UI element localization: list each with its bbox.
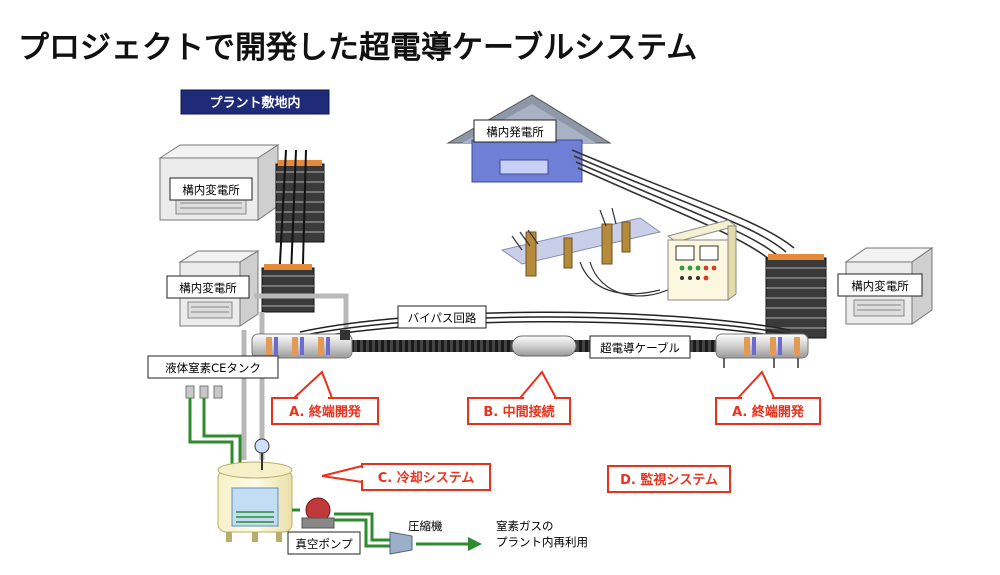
callout-monitoring: D. 監視システム — [607, 465, 731, 493]
nitrogen-reuse-text: 窒素ガスの プラント内再利用 — [496, 519, 588, 549]
svg-text:A. 終端開発: A. 終端開発 — [732, 404, 805, 420]
site-label: プラント敷地内 — [180, 89, 330, 115]
svg-text:超電導ケーブル: 超電導ケーブル — [600, 341, 680, 355]
substation-left-bottom: 構内変電所 — [166, 250, 260, 327]
intermediate-joint — [511, 335, 577, 357]
sc-cable-label: 超電導ケーブル — [589, 335, 691, 359]
svg-text:圧縮機: 圧縮機 — [408, 519, 443, 533]
left-cable-coil-bottom — [261, 264, 315, 313]
svg-text:A. 終端開発: A. 終端開発 — [289, 404, 362, 420]
svg-text:液体窒素CEタンク: 液体窒素CEタンク — [165, 361, 261, 375]
svg-text:B. 中間接続: B. 中間接続 — [483, 404, 554, 420]
svg-text:プラント敷地内: プラント敷地内 — [209, 95, 300, 111]
bypass-line — [299, 311, 791, 341]
gas-pipes — [292, 508, 392, 548]
cooling-unit — [217, 438, 293, 542]
svg-text:窒素ガスの: 窒素ガスの — [496, 519, 554, 533]
substation-left-top: 構内変電所 — [158, 144, 280, 221]
vacuum-pump: 真空ポンプ — [287, 497, 361, 555]
callout-joint: B. 中間接続 — [467, 370, 571, 425]
substation-right: 構内変電所 — [837, 247, 934, 325]
monitoring-panel — [666, 219, 738, 301]
svg-text:構内変電所: 構内変電所 — [851, 279, 909, 293]
svg-text:構内変電所: 構内変電所 — [182, 183, 240, 197]
coolant-pipes — [188, 398, 242, 470]
right-cable-coil — [765, 254, 827, 339]
ln2-tank-valves — [185, 385, 223, 399]
flow-arrow — [416, 537, 482, 551]
left-cable-coil-top — [275, 149, 325, 301]
svg-text:構内発電所: 構内発電所 — [486, 125, 544, 139]
svg-text:構内変電所: 構内変電所 — [179, 281, 237, 295]
left-termination — [251, 330, 353, 359]
compressor: 圧縮機 — [389, 519, 443, 555]
power-plant-building: 構内発電所 — [446, 94, 612, 183]
callout-cooling: C. 冷却システム — [321, 463, 491, 491]
svg-text:D. 監視システム: D. 監視システム — [620, 472, 718, 488]
ln2-tank-label: 液体窒素CEタンク — [147, 355, 279, 379]
svg-text:真空ポンプ: 真空ポンプ — [295, 537, 353, 551]
test-equipment-assembly — [500, 207, 673, 297]
callout-termination-left: A. 終端開発 — [271, 370, 379, 425]
svg-text:C. 冷却システム: C. 冷却システム — [378, 470, 475, 486]
bypass-label: バイパス回路 — [397, 305, 487, 329]
right-termination — [715, 333, 809, 368]
page-title: プロジェクトで開発した超電導ケーブルシステム — [18, 30, 698, 66]
svg-text:プラント内再利用: プラント内再利用 — [496, 535, 588, 549]
svg-text:バイパス回路: バイパス回路 — [408, 311, 477, 325]
plant-feeder-lines — [571, 149, 795, 261]
callout-termination-right: A. 終端開発 — [715, 370, 821, 425]
